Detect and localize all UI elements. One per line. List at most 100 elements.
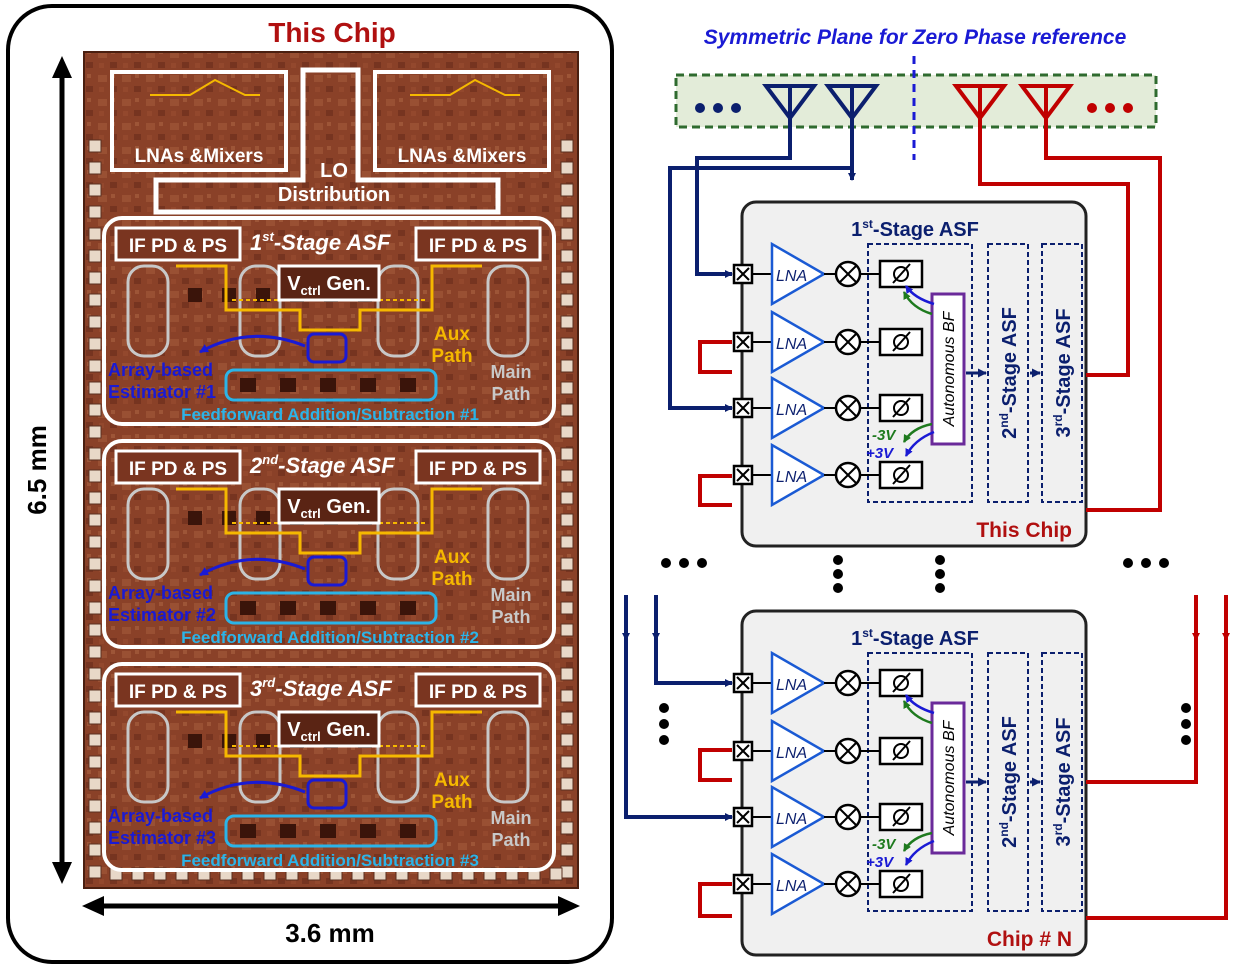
stage-outline [102, 216, 556, 426]
ellipsis-dot [935, 569, 945, 579]
stage1-title: 1st-Stage ASF [851, 217, 979, 241]
chip-label: This Chip [976, 519, 1072, 542]
ellipsis-dot [1141, 558, 1151, 568]
ellipsis-dot [1105, 103, 1115, 113]
aux-path-trace [176, 710, 482, 778]
neg3v-label: -3V [872, 836, 897, 853]
width-dim-label: 3.6 mm [285, 918, 375, 948]
path-capsule [126, 710, 170, 804]
chip-block-2: 1st-Stage ASF 2nd-Stage ASF 3rd-Stage ASF A… [732, 609, 1088, 957]
if-pd-ps-label-right: IF PD & PS [429, 682, 527, 703]
feedforward-label: Feedforward Addition/Subtraction #1 [181, 405, 479, 424]
vctrl-gen-box [277, 264, 381, 302]
antenna-icon [1018, 84, 1074, 126]
aux-path-label: Path [431, 569, 472, 590]
left-panel-title: This Chip [268, 17, 396, 48]
phase-shifter-icon [878, 668, 924, 698]
feedforward-block [224, 591, 438, 625]
stage-outline [102, 439, 556, 649]
bond-pads [88, 139, 574, 881]
stage2-asf-box [987, 652, 1029, 912]
lo-distribution-label: Distribution [278, 184, 390, 206]
path-capsule [486, 487, 530, 581]
ellipsis-dot [697, 558, 707, 568]
rx-channel-3: LNA [732, 784, 924, 850]
lna-label: LNA [776, 878, 807, 895]
estimator-core [306, 778, 348, 810]
pos3v-label: +3V [866, 854, 895, 871]
lna-label: LNA [776, 336, 807, 353]
main-path-label: Path [491, 384, 530, 404]
stage3-label: 3rd-Stage ASF [1051, 717, 1075, 846]
antenna-icon [762, 84, 818, 126]
lna-amplifier-icon [770, 650, 827, 716]
ellipsis-dot [695, 103, 705, 113]
ellipsis-dot [1181, 703, 1191, 713]
estimator-core [306, 555, 348, 587]
lna-label: LNA [776, 745, 807, 762]
main-path-label: Path [491, 830, 530, 850]
ellipsis-dot [833, 555, 843, 565]
path-capsule [126, 487, 170, 581]
aux-path-trace [176, 264, 482, 332]
phase-shifter-icon [878, 460, 924, 490]
vctrl-gen-box [277, 710, 381, 748]
autonomous-bf-label: Autonomous BF [941, 310, 958, 427]
pos3v-label: +3V [866, 445, 895, 462]
ellipsis-dot [1087, 103, 1097, 113]
antenna-array-box [674, 73, 1158, 129]
aux-label: Aux [434, 547, 470, 568]
feedforward-block [224, 814, 438, 848]
stage2-label: 2nd-Stage ASF [997, 716, 1021, 848]
stage3-asf-box [1041, 243, 1083, 503]
main-label: Main [490, 808, 531, 828]
autonomous-bf-box [930, 701, 966, 855]
ellipsis-dot [731, 103, 741, 113]
ellipsis-dot [659, 735, 669, 745]
stage3-asf-box [1041, 652, 1083, 912]
rx-channel-2: LNA [732, 718, 924, 784]
lna-mixer-block-right [373, 70, 551, 172]
symmetric-plane-label: Symmetric Plane for Zero Phase reference [704, 26, 1127, 49]
height-dim-label: 6.5 mm [22, 425, 52, 515]
vctrl-gen-label: Vctrl Gen. [287, 496, 371, 521]
aux-path-label: Path [431, 346, 472, 367]
estimator-label-2: Estimator #1 [108, 382, 216, 402]
ellipsis-dot [935, 555, 945, 565]
autonomous-bf-box [930, 292, 966, 446]
stage-title: 2nd-Stage ASF [249, 452, 395, 478]
rx-channel-4: LNA [732, 442, 924, 508]
rx-channel-2: LNA [732, 309, 924, 375]
path-capsule [486, 264, 530, 358]
estimator-label-2: Estimator #3 [108, 828, 216, 848]
aux-path-label: Path [431, 792, 472, 813]
estimator-label-2: Estimator #2 [108, 605, 216, 625]
path-capsule [126, 264, 170, 358]
lna-label: LNA [776, 268, 807, 285]
stage1-title: 1st-Stage ASF [851, 626, 979, 650]
rx-channel-4: LNA [732, 851, 924, 917]
estimator-label-1: Array-based [108, 360, 213, 380]
stage-title: 3rd-Stage ASF [250, 675, 392, 701]
main-path-label: Path [491, 607, 530, 627]
ellipsis-dot [1181, 719, 1191, 729]
antennas [695, 84, 1133, 126]
lna-amplifier-icon [770, 784, 827, 850]
if-pd-ps-label-left: IF PD & PS [129, 682, 227, 703]
autonomous-bf-label: Autonomous BF [941, 719, 958, 836]
stage2-asf-box [987, 243, 1029, 503]
ellipsis-dot [1123, 558, 1133, 568]
if-pd-ps-label-left: IF PD & PS [129, 459, 227, 480]
chip-label: Chip # N [987, 928, 1072, 951]
lo-distribution-outline [153, 67, 501, 215]
ellipsis-dot [659, 719, 669, 729]
path-capsule [486, 710, 530, 804]
estimator-core [306, 332, 348, 364]
antenna-icon [952, 84, 1008, 126]
ellipsis-dot [833, 583, 843, 593]
estimator-arrow [199, 334, 306, 354]
